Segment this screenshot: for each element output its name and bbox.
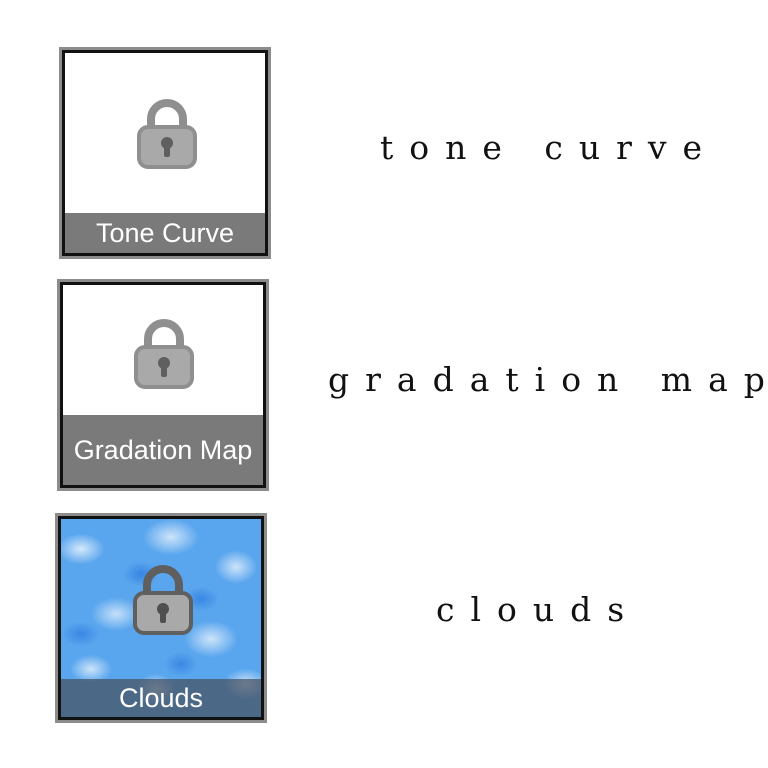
tile-caption: Tone Curve xyxy=(65,213,265,253)
lock-icon xyxy=(133,565,193,635)
tile-caption: Gradation Map xyxy=(63,415,263,485)
gradation-map-label: gradation map xyxy=(328,360,768,399)
gradation-map-filter-tile[interactable]: Gradation Map xyxy=(57,279,269,491)
lock-icon xyxy=(134,319,194,389)
lock-icon xyxy=(137,99,197,169)
clouds-label: clouds xyxy=(436,590,641,629)
clouds-filter-tile[interactable]: Clouds xyxy=(55,513,267,723)
tile-caption: Clouds xyxy=(61,679,261,717)
tone-curve-label: tone curve xyxy=(380,128,719,167)
tone-curve-filter-tile[interactable]: Tone Curve xyxy=(59,47,271,259)
